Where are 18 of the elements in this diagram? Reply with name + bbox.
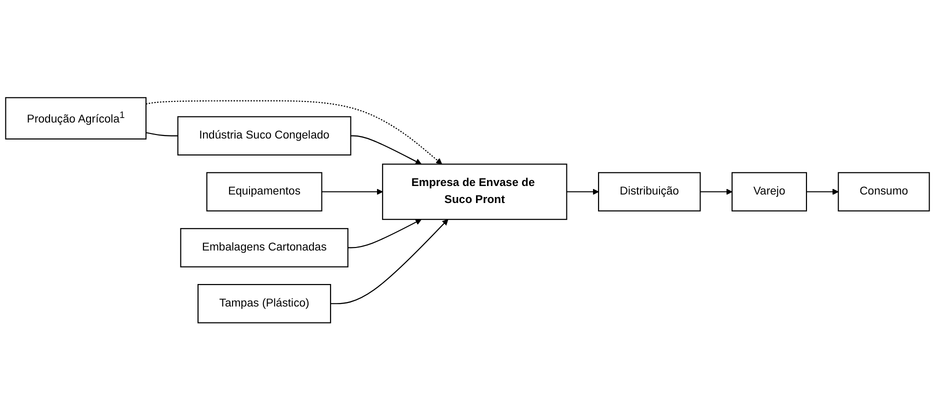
- node-box: Produção Agrícola$^{1}$: [5, 96, 147, 140]
- arrow: [146, 100, 442, 164]
- arrow: [566, 188, 599, 195]
- connector: [146, 132, 178, 136]
- node-box: Equipamentos: [206, 172, 322, 212]
- arrow: [350, 135, 422, 164]
- arrow: [330, 218, 448, 304]
- arrow: [322, 188, 383, 195]
- node-box: Consumo: [838, 172, 930, 212]
- arrow: [806, 188, 839, 195]
- node-box: Distribuição: [598, 172, 701, 212]
- node-box: Tampas (Plástico): [198, 284, 332, 324]
- node-box: Indústria Suco Congelado: [177, 116, 352, 156]
- arrow: [700, 188, 732, 195]
- arrow: [348, 218, 422, 248]
- node-box: Empresa de Envase de Suco Pront: [382, 163, 568, 220]
- node-box: Embalagens Cartonadas: [180, 228, 348, 268]
- node-box: Varejo: [732, 172, 807, 212]
